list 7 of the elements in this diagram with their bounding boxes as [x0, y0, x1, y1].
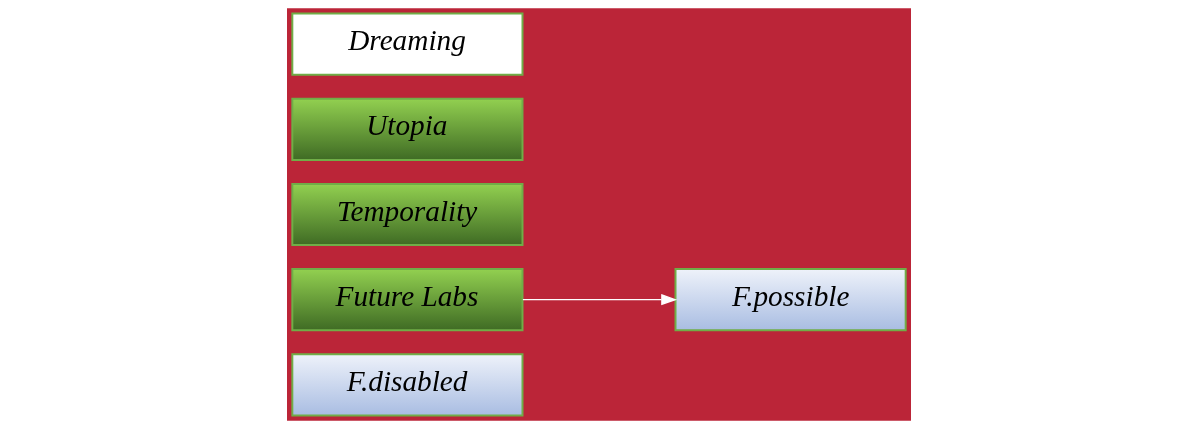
node-box: F.possible [674, 268, 907, 332]
node-box: F.disabled [291, 353, 524, 417]
arrow [522, 294, 678, 306]
node-box: Future Labs [291, 268, 524, 332]
node-box: Temporality [291, 182, 524, 247]
node-box: Dreaming [291, 12, 524, 76]
node-box: Utopia [291, 97, 524, 161]
